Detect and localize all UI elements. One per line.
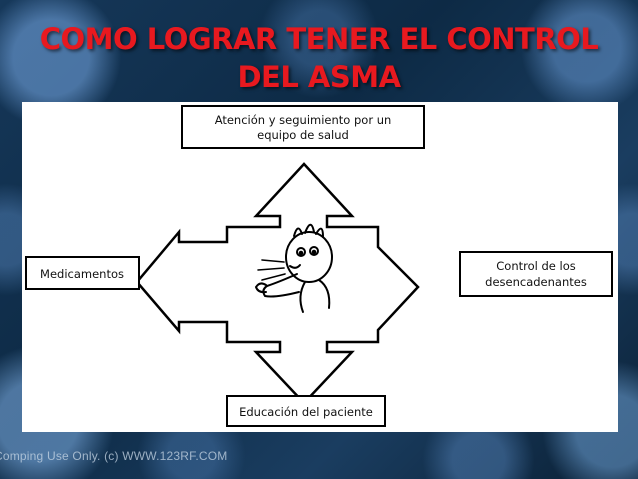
box-atencion-line-2: equipo de salud [257,128,349,142]
stock-watermark: Comping Use Only. (c) WWW.123RF.COM [0,449,228,463]
four-way-arrow [135,162,420,405]
coughing-person-icon [254,223,333,313]
asthma-control-diagram: Atención y seguimiento por un equipo de … [25,105,613,427]
box-atencion-line-1: Atención y seguimiento por un [215,113,392,127]
box-atencion: Atención y seguimiento por un equipo de … [181,105,425,149]
box-medicamentos: Medicamentos [25,256,140,290]
slide-title-line-1: COMO LOGRAR TENER EL CONTROL [39,22,599,56]
diagram-panel: Atención y seguimiento por un equipo de … [22,102,618,432]
box-educacion-label: Educación del paciente [239,405,373,419]
box-control-line-2: desencadenantes [485,275,587,289]
box-control-desencadenantes: Control de los desencadenantes [459,251,613,297]
slide-title-line-2: DEL ASMA [237,60,401,94]
box-control-line-1: Control de los [496,259,575,273]
box-educacion: Educación del paciente [226,395,386,427]
slide-title: COMO LOGRAR TENER EL CONTROL DEL ASMA [0,20,638,96]
box-medicamentos-label: Medicamentos [40,267,124,281]
